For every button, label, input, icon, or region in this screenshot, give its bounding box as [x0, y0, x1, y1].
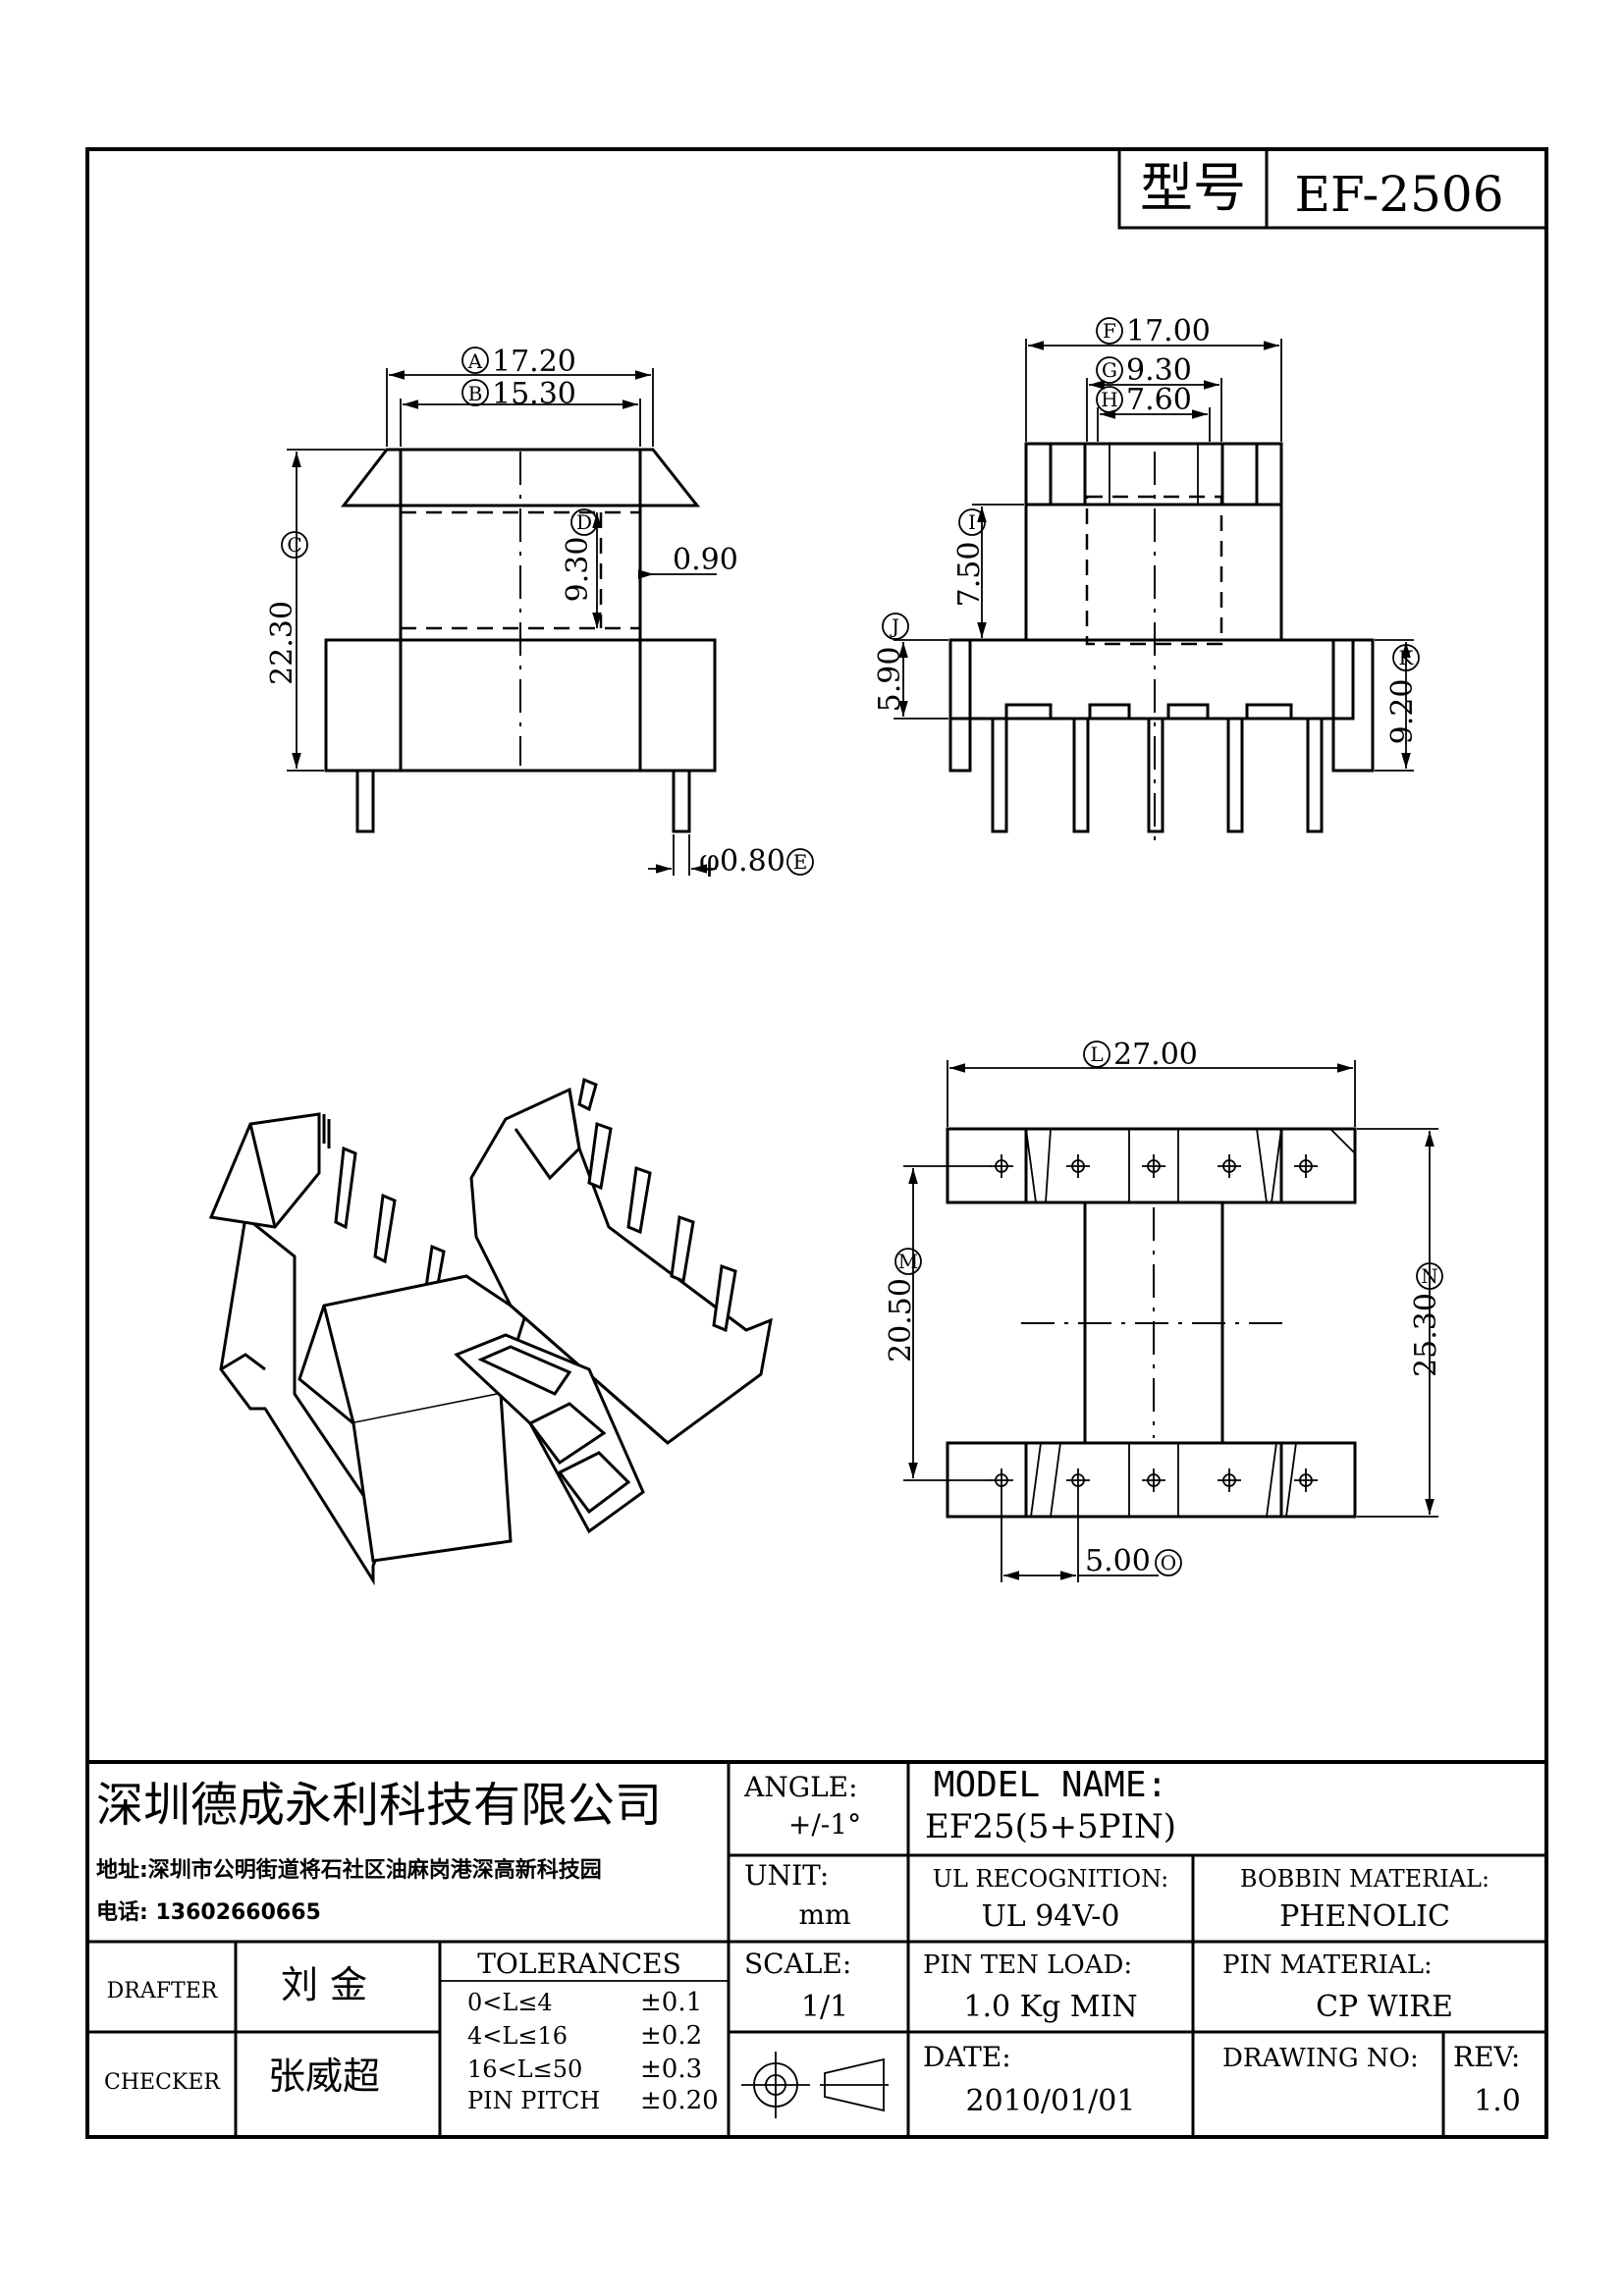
- model-name-label: MODEL NAME:: [934, 1765, 1167, 1805]
- company-name: 深圳德成永利科技有限公司: [96, 1778, 662, 1833]
- bobbin-label: BOBBIN MATERIAL:: [1240, 1865, 1489, 1893]
- title-block: 深圳德成永利科技有限公司 地址:深圳市公明街道将石社区油麻岗港深高新科技园 电话…: [87, 1760, 1546, 2137]
- ul-value: UL 94V-0: [981, 1899, 1119, 1934]
- dim-O-label: 5.00 O: [1085, 1544, 1182, 1578]
- checker-name: 张威超: [268, 2055, 380, 2098]
- svg-text:K: K: [1399, 646, 1415, 669]
- dim-G-label: G 9.30: [1096, 353, 1192, 388]
- dim-I-label: I 7.50: [952, 508, 987, 608]
- pin-load-value: 1.0 Kg MIN: [963, 1990, 1137, 2024]
- dim-E-label: φ0.80 E: [699, 844, 814, 879]
- svg-text:17.00: 17.00: [1126, 314, 1211, 348]
- tol-value-2: ±0.3: [640, 2055, 702, 2084]
- dim-M-label: M 20.50: [884, 1248, 922, 1362]
- svg-text:L: L: [1090, 1042, 1103, 1066]
- svg-text:I: I: [968, 510, 976, 534]
- svg-text:φ0.80: φ0.80: [699, 844, 785, 879]
- dim-K-label: K 9.20: [1385, 644, 1420, 745]
- dim-A-label: A 17.20: [461, 345, 576, 379]
- company-phone: 电话: 13602660665: [96, 1900, 321, 1925]
- dim-L-label: L 27.00: [1083, 1038, 1198, 1072]
- isometric-view: [208, 1077, 773, 1586]
- svg-text:B: B: [468, 382, 483, 405]
- dim-J-label: J 5.90: [873, 613, 909, 713]
- svg-text:9.30: 9.30: [1126, 353, 1192, 388]
- front-view: A 17.20 B 15.30 C 22.30 D 9.30: [265, 345, 814, 879]
- rev-value: 1.0: [1474, 2084, 1521, 2118]
- svg-text:7.60: 7.60: [1126, 383, 1192, 417]
- pin-material-label: PIN MATERIAL:: [1222, 1950, 1433, 1980]
- side-view: F 17.00 G 9.30 H 7.60 I 7.50: [873, 314, 1420, 844]
- dim-C-label: C 22.30: [265, 531, 308, 685]
- model-box: 型号 EF-2506: [1117, 147, 1548, 230]
- date-label: DATE:: [923, 2041, 1011, 2073]
- svg-text:5.00: 5.00: [1085, 1544, 1151, 1578]
- dim-D-label: D 9.30: [561, 508, 598, 603]
- pin-material-value: CP WIRE: [1316, 1990, 1453, 2024]
- unit-value: mm: [798, 1898, 850, 1931]
- bobbin-value: PHENOLIC: [1279, 1899, 1450, 1934]
- scale-label: SCALE:: [744, 1948, 851, 1980]
- svg-text:E: E: [793, 850, 808, 874]
- drawing-no-label: DRAWING NO:: [1222, 2044, 1419, 2073]
- svg-text:9.20: 9.20: [1385, 679, 1420, 745]
- svg-text:J: J: [890, 614, 899, 638]
- dim-H-label: H 7.60: [1096, 383, 1192, 417]
- model-name-value: EF25(5+5PIN): [925, 1807, 1176, 1846]
- dim-gap-label: 0.90: [673, 543, 738, 577]
- projection-symbol: [741, 2052, 889, 2118]
- svg-text:0.90: 0.90: [673, 543, 738, 577]
- svg-text:D: D: [576, 510, 592, 534]
- angle-value: +/-1°: [788, 1808, 861, 1841]
- bottom-view: L 27.00 M 20.50 N 25.30 5.00 O: [884, 1038, 1443, 1582]
- tol-range-3: PIN PITCH: [467, 2087, 600, 2114]
- svg-text:7.50: 7.50: [952, 542, 987, 608]
- tol-value-3: ±0.20: [640, 2086, 719, 2115]
- angle-label: ANGLE:: [743, 1771, 858, 1803]
- svg-text:G: G: [1102, 358, 1117, 382]
- tol-range-0: 0<L≤4: [467, 1989, 553, 2016]
- drawing-frame: [85, 147, 1548, 2139]
- drafter-label: DRAFTER: [107, 1979, 219, 2003]
- rev-label: REV:: [1453, 2041, 1520, 2073]
- svg-text:25.30: 25.30: [1409, 1293, 1443, 1377]
- svg-text:N: N: [1421, 1264, 1438, 1288]
- svg-text:20.50: 20.50: [884, 1278, 918, 1362]
- svg-text:O: O: [1161, 1551, 1176, 1575]
- company-address: 地址:深圳市公明街道将石社区油麻岗港深高新科技园: [96, 1857, 602, 1883]
- unit-label: UNIT:: [744, 1859, 829, 1892]
- svg-text:F: F: [1103, 319, 1116, 343]
- svg-text:M: M: [898, 1250, 918, 1273]
- tol-value-0: ±0.1: [640, 1988, 702, 2017]
- svg-text:17.20: 17.20: [492, 345, 576, 379]
- ul-label: UL RECOGNITION:: [933, 1865, 1168, 1893]
- svg-text:A: A: [467, 349, 483, 373]
- svg-text:22.30: 22.30: [265, 601, 299, 685]
- tolerances-title: TOLERANCES: [477, 1948, 681, 1980]
- tol-value-1: ±0.2: [640, 2021, 702, 2051]
- tol-range-2: 16<L≤50: [467, 2056, 582, 2083]
- pin-load-label: PIN TEN LOAD:: [923, 1950, 1132, 1980]
- model-value: EF-2506: [1294, 166, 1503, 223]
- dim-B-label: B 15.30: [461, 377, 576, 411]
- dim-F-label: F 17.00: [1096, 314, 1211, 348]
- svg-text:5.90: 5.90: [873, 647, 907, 713]
- svg-text:15.30: 15.30: [492, 377, 576, 411]
- model-label: 型号: [1140, 157, 1246, 219]
- checker-label: CHECKER: [104, 2070, 221, 2095]
- drafter-name: 刘 金: [281, 1963, 367, 2006]
- date-value: 2010/01/01: [966, 2084, 1136, 2118]
- svg-text:C: C: [287, 533, 301, 557]
- dim-N-label: N 25.30: [1409, 1262, 1443, 1377]
- svg-text:H: H: [1101, 388, 1117, 411]
- svg-text:9.30: 9.30: [561, 537, 595, 603]
- tol-range-1: 4<L≤16: [467, 2022, 568, 2050]
- svg-text:27.00: 27.00: [1113, 1038, 1198, 1072]
- scale-value: 1/1: [801, 1990, 848, 2024]
